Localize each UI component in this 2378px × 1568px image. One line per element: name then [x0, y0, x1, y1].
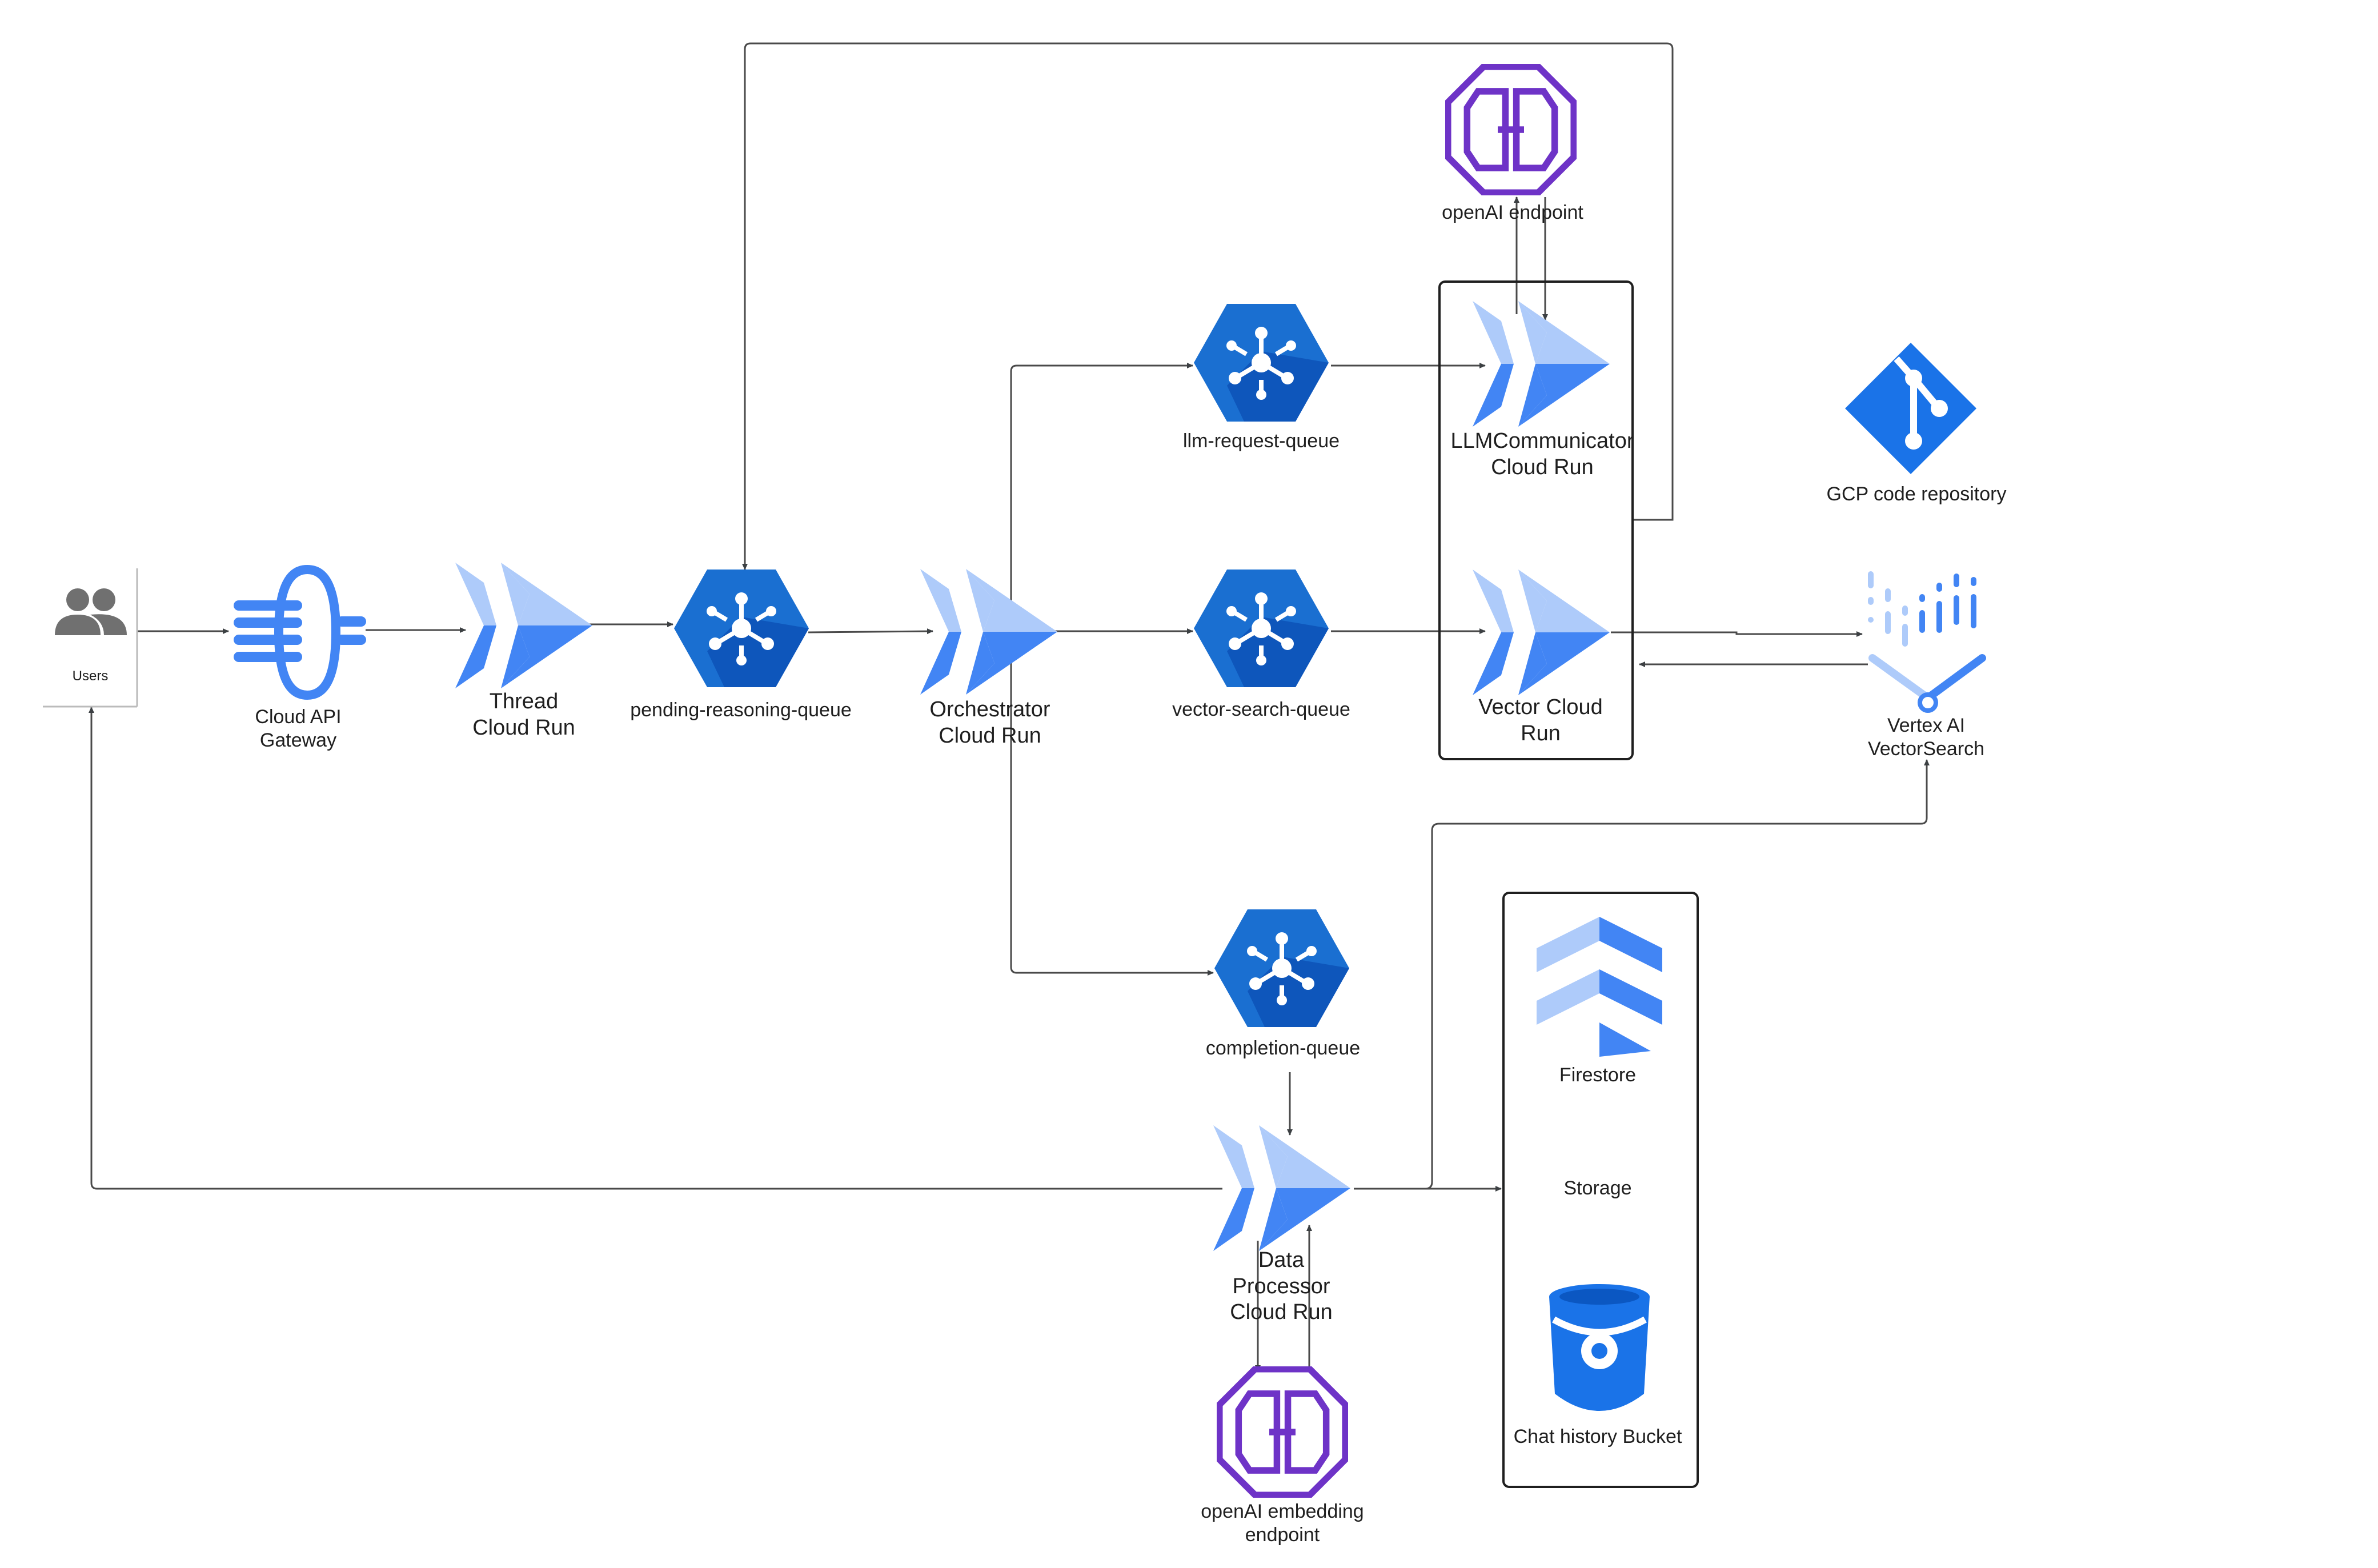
- vertex-label: Vertex AI VectorSearch: [1868, 714, 1984, 761]
- endpoint-icon[interactable]: [1220, 1369, 1345, 1495]
- thread-run-label-line2: Cloud Run: [472, 715, 575, 740]
- edge-processor-users: [89, 707, 1222, 1190]
- bucket-icon[interactable]: [1549, 1284, 1650, 1411]
- storage-label: Storage: [1563, 1177, 1632, 1199]
- users-label: Users: [72, 668, 109, 684]
- vector-queue-label: vector-search-queue: [1172, 699, 1350, 720]
- edge-llmrun-pending-loop: [742, 42, 1674, 570]
- pubsub-icon[interactable]: [1214, 909, 1349, 1027]
- firestore-icon[interactable]: [1537, 917, 1662, 1057]
- pubsub-icon[interactable]: [674, 570, 809, 687]
- vector-run-label-line1: Vector Cloud: [1478, 695, 1603, 719]
- orchestrator-run-label-line2: Cloud Run: [939, 723, 1041, 748]
- storage-group-box: [1502, 892, 1699, 1488]
- firestore-label: Firestore: [1559, 1064, 1637, 1086]
- vertex-ai-icon[interactable]: [1868, 571, 1986, 713]
- code-repo-label: GCP code repository: [1826, 483, 2007, 505]
- vertex-label-line2: VectorSearch: [1867, 737, 1985, 760]
- orchestrator-run-label: Orchestrator Cloud Run: [929, 697, 1050, 749]
- users-node[interactable]: [43, 568, 138, 708]
- cloud-run-icon[interactable]: [1473, 301, 1610, 427]
- vector-run-label-line2: Run: [1521, 721, 1561, 745]
- data-processor-label-line3: Cloud Run: [1230, 1300, 1333, 1325]
- pubsub-icon[interactable]: [1194, 304, 1329, 422]
- data-processor-label: Data Processor Cloud Run: [1230, 1248, 1333, 1326]
- completion-queue-label: completion-queue: [1205, 1037, 1361, 1059]
- thread-run-label: Thread Cloud Run: [472, 689, 575, 741]
- data-processor-label-line1: Data: [1258, 1248, 1305, 1272]
- users-icon: [55, 588, 127, 635]
- orchestrator-run-label-line1: Orchestrator: [929, 697, 1050, 721]
- endpoint-icon[interactable]: [1448, 67, 1574, 193]
- llm-queue-label: llm-request-queue: [1182, 430, 1340, 452]
- edge-vectorrun-vertex: [1611, 631, 1863, 637]
- connectors: [89, 42, 1930, 1372]
- embedding-endpoint-label-line1: openAI embedding: [1201, 1501, 1364, 1522]
- cloud-run-icon[interactable]: [1473, 570, 1610, 695]
- edge-orchestrator-llmqueue: [1010, 363, 1193, 605]
- data-processor-label-line2: Processor: [1232, 1274, 1330, 1298]
- cloud-run-group-box: [1438, 280, 1634, 760]
- api-gateway-label-line2: Gateway: [259, 729, 337, 751]
- api-gateway-icon[interactable]: [234, 565, 366, 700]
- llm-run-label-line1: LLMCommunicator: [1450, 429, 1634, 453]
- api-gateway-label-line1: Cloud API: [255, 706, 342, 728]
- vector-run-label: Vector Cloud Run: [1478, 695, 1603, 747]
- vertex-label-line1: Vertex AI: [1887, 715, 1966, 736]
- edge-processor-vertex: [1425, 759, 1930, 1190]
- llm-run-label: LLMCommunicator Cloud Run: [1451, 428, 1634, 480]
- llm-run-label-line2: Cloud Run: [1491, 455, 1594, 479]
- pending-queue-label: pending-reasoning-queue: [630, 699, 852, 721]
- edge-pending-orchestrator: [808, 628, 933, 635]
- openai-endpoint-label: openAI endpoint: [1442, 202, 1583, 223]
- cloud-run-icon[interactable]: [1213, 1125, 1350, 1251]
- cloud-run-icon[interactable]: [920, 569, 1057, 695]
- pubsub-icon[interactable]: [1194, 570, 1329, 687]
- api-gateway-label: Cloud API Gateway: [255, 705, 341, 752]
- cloud-run-icon[interactable]: [455, 563, 592, 688]
- edge-orchestrator-completionqueue: [1010, 605, 1214, 976]
- git-repository-icon[interactable]: [1845, 343, 1976, 474]
- embedding-endpoint-label-line2: endpoint: [1245, 1523, 1320, 1546]
- embedding-endpoint-label: openAI embedding endpoint: [1201, 1500, 1364, 1547]
- bucket-label: Chat history Bucket: [1513, 1426, 1682, 1447]
- thread-run-label-line1: Thread: [489, 689, 559, 713]
